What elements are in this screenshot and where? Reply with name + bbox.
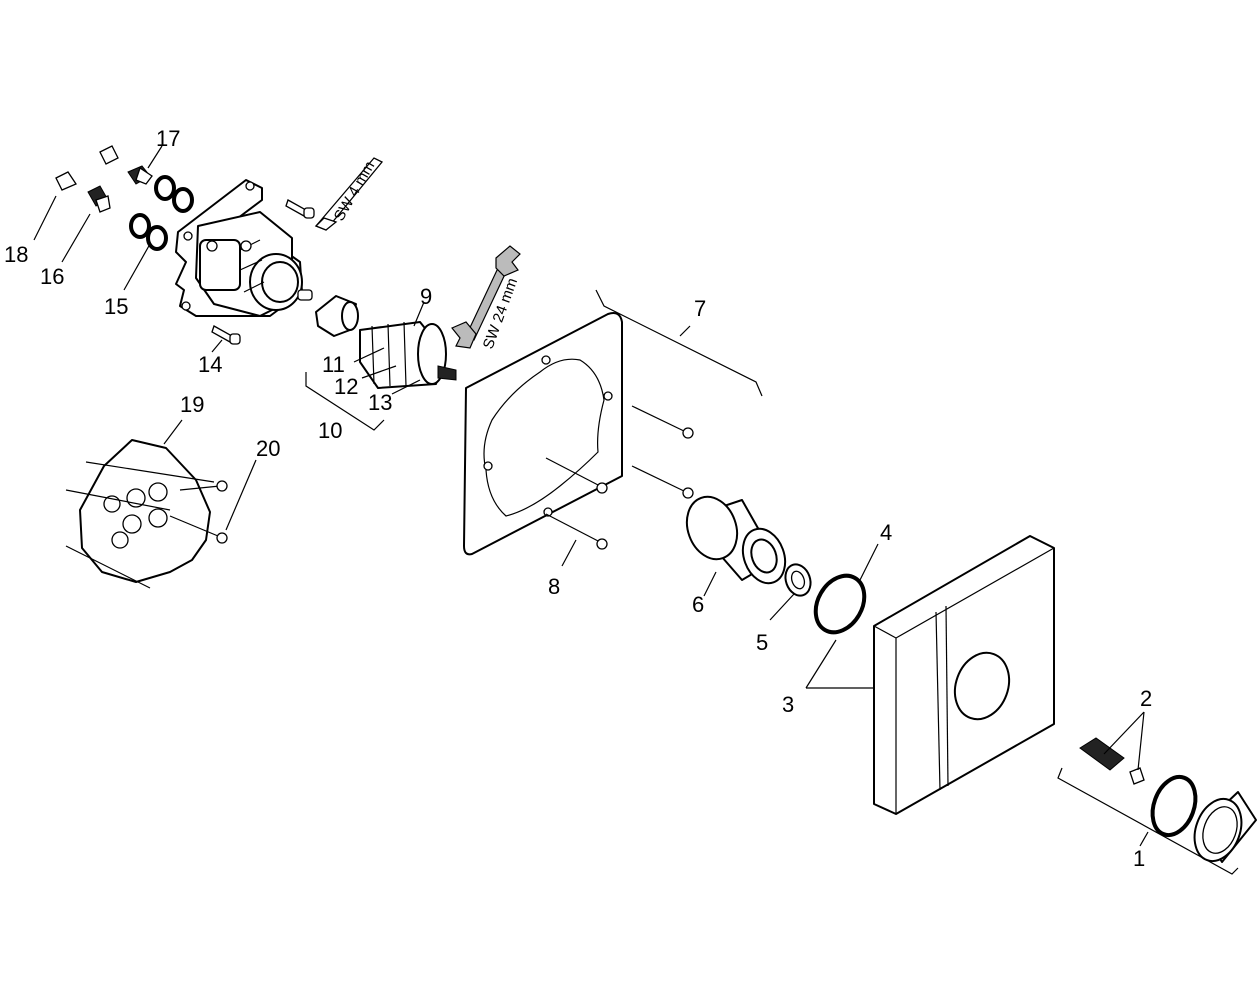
- part-labels: 1 2 3 4 5 6 7 8 9 10 11 12 13 14 15 16 1…: [4, 126, 1152, 871]
- o-rings-15: [129, 175, 194, 251]
- label-20: 20: [256, 436, 280, 461]
- label-5: 5: [756, 630, 768, 655]
- check-valve-16: [87, 185, 111, 213]
- label-1: 1: [1133, 846, 1145, 871]
- label-18: 18: [4, 242, 28, 267]
- label-4: 4: [880, 520, 892, 545]
- label-17: 17: [156, 126, 180, 151]
- label-13: 13: [368, 390, 392, 415]
- label-9: 9: [420, 284, 432, 309]
- label-10: 10: [318, 418, 342, 443]
- handle-1: [1150, 774, 1257, 863]
- label-14: 14: [198, 352, 222, 377]
- screws-8: [545, 405, 694, 550]
- label-2: 2: [1140, 686, 1152, 711]
- cartridge-assembly: [315, 295, 457, 389]
- mounting-plate-7: [463, 312, 623, 556]
- handle-parts-2: [1079, 737, 1145, 785]
- escutcheon-plate-3: [873, 535, 1055, 815]
- label-16: 16: [40, 264, 64, 289]
- plaster-guard-19: [65, 439, 215, 589]
- label-3: 3: [782, 692, 794, 717]
- label-15: 15: [104, 294, 128, 319]
- ring-4: [813, 573, 867, 635]
- extension-sleeve-6: [685, 495, 787, 585]
- valve-body-assembly: [175, 179, 313, 317]
- label-8: 8: [548, 574, 560, 599]
- leader-lines: [33, 145, 1239, 875]
- wrench-tool: SW 24 mm: [451, 245, 521, 351]
- hex-key-tool: SW 4 mm: [314, 157, 384, 231]
- screw-14: [211, 325, 241, 345]
- nut-5: [784, 563, 812, 597]
- label-7: 7: [694, 296, 706, 321]
- label-11: 11: [322, 352, 345, 377]
- plug-18: [55, 171, 77, 191]
- screws-20: [169, 480, 228, 544]
- hex-key-label: SW 4 mm: [331, 158, 379, 224]
- label-19: 19: [180, 392, 204, 417]
- label-6: 6: [692, 592, 704, 617]
- hex-screw: [285, 199, 315, 219]
- plug-17: [99, 145, 153, 185]
- label-12: 12: [334, 374, 358, 399]
